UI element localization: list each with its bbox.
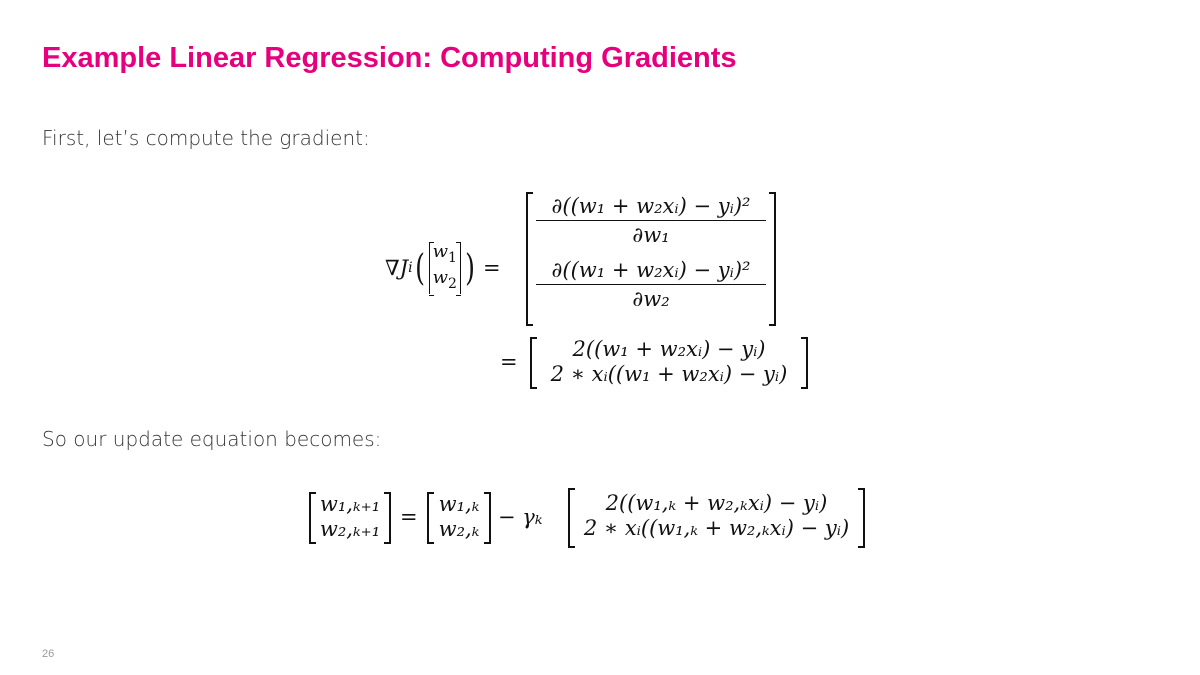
- fraction-denominator: ∂w₂: [632, 287, 670, 311]
- w1-symbol: w: [432, 241, 449, 262]
- fraction-numerator: ∂((w₁ + w₂xᵢ) − yᵢ)²: [536, 258, 766, 285]
- fraction-denominator: ∂w₁: [632, 223, 670, 247]
- partial-w1-fraction: ∂((w₁ + w₂xᵢ) − yᵢ)² ∂w₁: [536, 194, 766, 247]
- weight-vector: w1 w2: [428, 241, 462, 296]
- intro-text: First, let’s compute the gradient:: [42, 126, 370, 150]
- w2-symbol: w: [432, 267, 449, 288]
- matrix-row-1: 2((w₁,ₖ + w₂,ₖxᵢ) − yᵢ): [605, 491, 828, 515]
- matrix-row-2: w₂,ₖ₊₁: [319, 517, 381, 541]
- step-size-term: − γₖ: [498, 505, 543, 529]
- fraction-numerator: ∂((w₁ + w₂xᵢ) − yᵢ)²: [536, 194, 766, 221]
- new-weight-vector: w₁,ₖ₊₁ w₂,ₖ₊₁: [309, 492, 391, 544]
- equals-sign: =: [500, 350, 518, 374]
- matrix-row-1: w₁,ₖ: [438, 492, 480, 516]
- left-paren: (: [414, 247, 425, 289]
- slide-number: 26: [42, 648, 55, 660]
- gradient-matrix: ∂((w₁ + w₂xᵢ) − yᵢ)² ∂w₁ ∂((w₁ + w₂xᵢ) −…: [526, 192, 776, 326]
- update-text: So our update equation becomes:: [42, 427, 382, 451]
- matrix-row-2: 2 ∗ xᵢ((w₁,ₖ + w₂,ₖxᵢ) − yᵢ): [583, 516, 850, 540]
- equals-sign: =: [400, 505, 418, 529]
- j-symbol: J: [399, 256, 409, 280]
- simplified-gradient-matrix: 2((w₁ + w₂xᵢ) − yᵢ) 2 ∗ xᵢ((w₁ + w₂xᵢ) −…: [530, 337, 808, 389]
- matrix-row-2: 2 ∗ xᵢ((w₁ + w₂xᵢ) − yᵢ): [550, 362, 788, 386]
- w1-sub: 1: [448, 250, 457, 266]
- w2-sub: 2: [448, 276, 457, 292]
- equals-sign: =: [483, 256, 501, 280]
- nabla-symbol: ∇: [385, 256, 400, 280]
- matrix-row-1: w₁,ₖ₊₁: [319, 492, 381, 516]
- matrix-row-2: w₂,ₖ: [438, 517, 480, 541]
- j-subscript: i: [408, 260, 413, 276]
- partial-w2-fraction: ∂((w₁ + w₂xᵢ) − yᵢ)² ∂w₂: [536, 258, 766, 311]
- update-gradient-matrix: 2((w₁,ₖ + w₂,ₖxᵢ) − yᵢ) 2 ∗ xᵢ((w₁,ₖ + w…: [568, 488, 865, 548]
- matrix-row-1: 2((w₁ + w₂xᵢ) − yᵢ): [572, 337, 766, 361]
- right-paren: ): [465, 247, 475, 289]
- current-weight-vector: w₁,ₖ w₂,ₖ: [427, 492, 491, 544]
- slide-title: Example Linear Regression: Computing Gra…: [42, 42, 737, 74]
